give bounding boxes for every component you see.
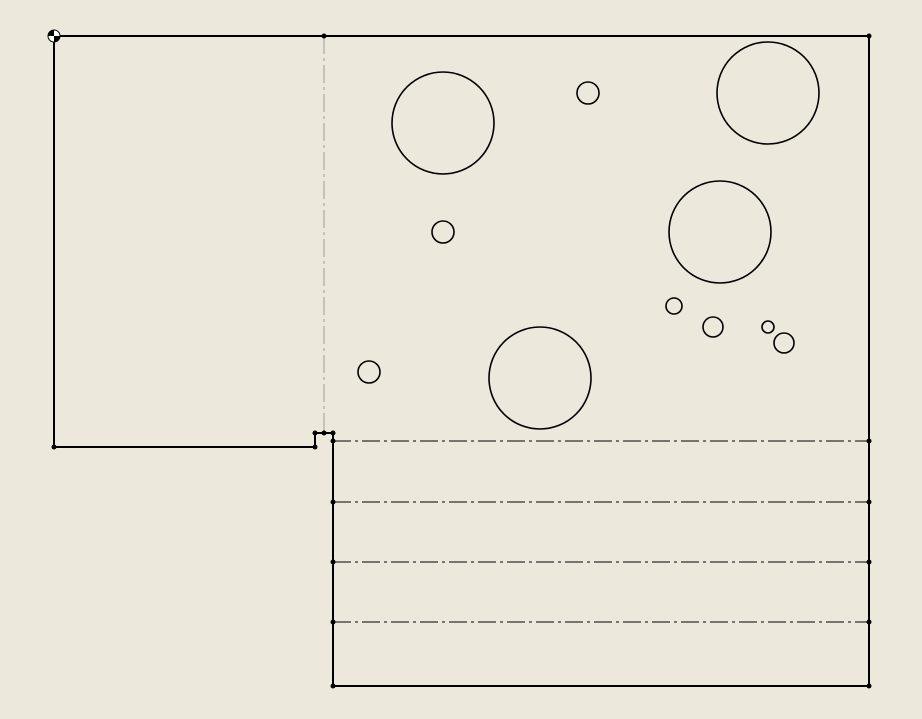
hole-small-4[interactable]: [665, 297, 683, 315]
hole-small-7[interactable]: [773, 332, 795, 354]
vertex: [330, 438, 336, 444]
vertex-points: [51, 33, 872, 689]
vertex: [321, 33, 327, 39]
hole-large-4[interactable]: [488, 326, 592, 430]
hole-small-2[interactable]: [431, 220, 455, 244]
hole-small-6[interactable]: [761, 320, 775, 334]
vertex: [312, 430, 318, 436]
hole-large-1[interactable]: [391, 71, 495, 175]
origin-icon[interactable]: [47, 29, 61, 43]
vertex: [330, 559, 336, 565]
vertex: [51, 444, 57, 450]
vertex: [866, 499, 872, 505]
vertex: [330, 619, 336, 625]
vertex: [866, 438, 872, 444]
vertex: [866, 619, 872, 625]
vertex: [321, 430, 327, 436]
hole-large-3[interactable]: [668, 180, 772, 284]
hole-large-2[interactable]: [716, 41, 820, 145]
hole-small-1[interactable]: [576, 81, 600, 105]
vertex: [312, 444, 318, 450]
vertex: [330, 683, 336, 689]
outer-profile[interactable]: [53, 35, 870, 687]
vertex: [866, 559, 872, 565]
vertex: [866, 33, 872, 39]
hole-small-5[interactable]: [702, 316, 724, 338]
vertex: [866, 683, 872, 689]
hole-small-3[interactable]: [357, 360, 381, 384]
vertex: [330, 430, 336, 436]
vertex: [330, 499, 336, 505]
